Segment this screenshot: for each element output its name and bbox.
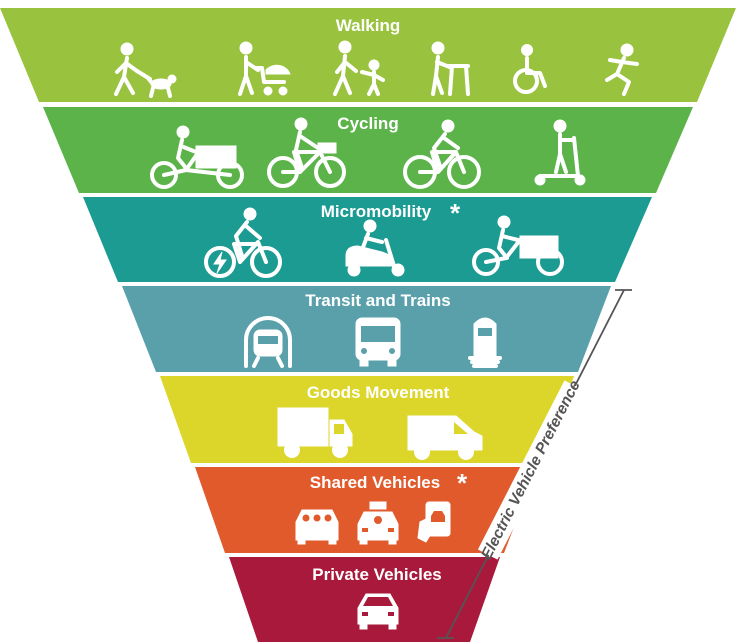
tier-walking: Walking <box>0 8 736 102</box>
delivery-van-icon <box>407 415 483 460</box>
cyclist-icon <box>403 119 481 189</box>
electric-bike-icon <box>204 207 282 278</box>
tier-shared-title: Shared Vehicles <box>310 473 440 492</box>
tier-cycling-title: Cycling <box>337 114 398 133</box>
tier-shared-band <box>195 467 537 553</box>
tier-walking-title: Walking <box>336 16 401 35</box>
tier-transit-and-trains: Transit and Trains <box>122 286 611 372</box>
subway-train-icon <box>244 316 292 368</box>
taxi-icon <box>357 501 399 545</box>
tier-private-vehicles: Private Vehicles <box>229 557 500 642</box>
tier-cycling: Cycling <box>43 107 693 193</box>
tier-micromobility-title: Micromobility <box>321 202 432 221</box>
adult-walking-with-child-icon <box>333 40 385 96</box>
tier-private-title: Private Vehicles <box>312 565 441 584</box>
wheelchair-user-icon <box>513 44 547 94</box>
person-walking-dog-icon <box>114 42 177 98</box>
tier-shared-vehicles: Shared Vehicles * <box>195 467 537 553</box>
private-car-icon <box>357 593 399 630</box>
tier-walking-band <box>0 8 736 102</box>
bracket-label-backdrop <box>477 380 585 560</box>
tier-micromobility: Micromobility * <box>83 197 652 282</box>
rideshare-app-icon <box>417 501 451 543</box>
bus-icon <box>355 317 401 367</box>
electric-cargo-bike-icon <box>472 215 564 276</box>
electric-scooter-icon <box>345 219 405 277</box>
kick-scooter-icon <box>534 119 586 186</box>
person-running-icon <box>605 43 639 96</box>
micromobility-asterisk: * <box>450 198 461 228</box>
tier-goods-movement: Goods Movement <box>160 376 574 463</box>
cargo-bike-icon <box>150 125 244 189</box>
person-with-walker-icon <box>431 41 470 96</box>
carpool-icon <box>295 509 339 545</box>
person-pushing-stroller-icon <box>238 41 291 96</box>
tier-goods-title: Goods Movement <box>307 383 450 402</box>
tier-transit-title: Transit and Trains <box>305 291 451 310</box>
delivery-truck-icon <box>277 407 353 458</box>
bicycle-with-basket-icon <box>267 117 346 188</box>
locomotive-icon <box>468 317 502 368</box>
shared-vehicles-asterisk: * <box>457 468 468 498</box>
